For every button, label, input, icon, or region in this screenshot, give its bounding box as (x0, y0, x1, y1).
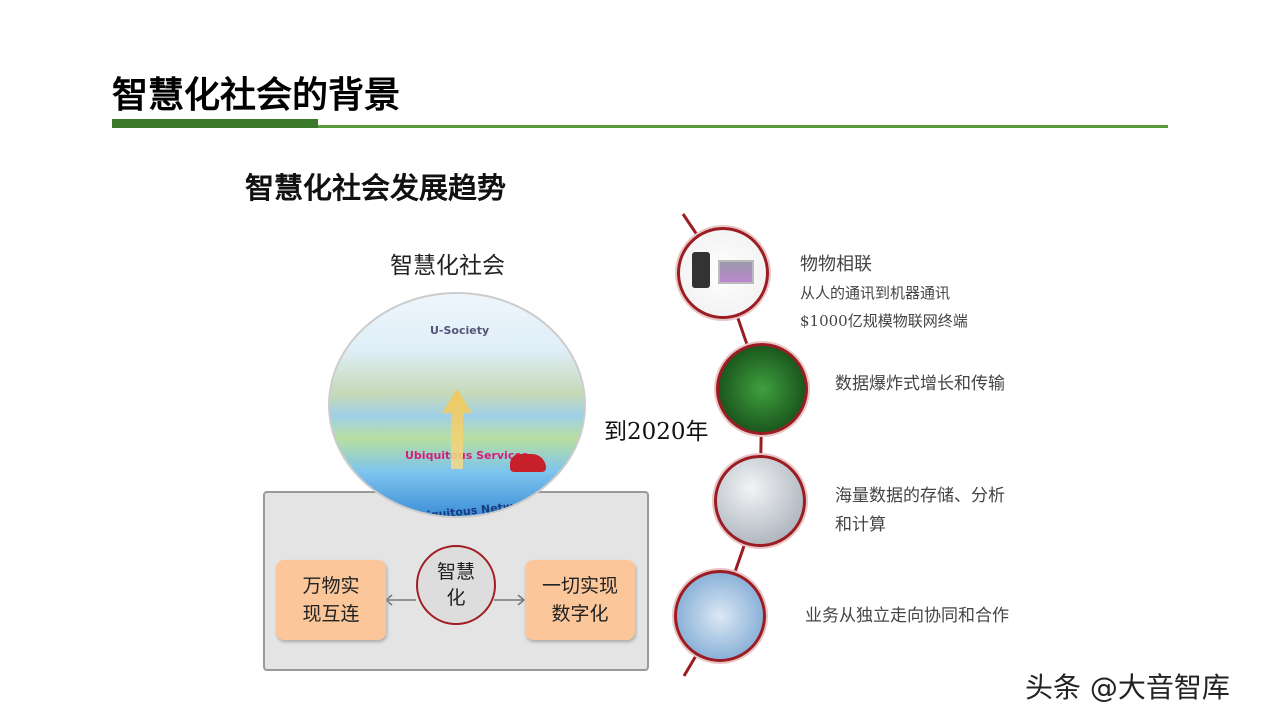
smart-center-circle: 智慧 化 (416, 545, 496, 625)
numbers-sphere-node-icon (714, 455, 806, 547)
timeline-text-1: 物物相联 从人的通讯到机器通讯 $1000亿规模物联网终端 (800, 250, 968, 335)
timeline-text-2: 数据爆炸式增长和传输 (835, 370, 1005, 399)
text-line: 从人的通讯到机器通讯 (800, 284, 951, 302)
slide-title: 智慧化社会的背景 (112, 75, 401, 116)
section-subtitle: 智慧化社会发展趋势 (245, 171, 507, 205)
box-line: 数字化 (551, 603, 609, 625)
text-line: 业务从独立走向协同和合作 (805, 606, 1009, 626)
box-digitize: 一切实现 数字化 (525, 560, 635, 640)
center-line: 智慧 (436, 561, 475, 583)
text-line: 数据爆炸式增长和传输 (835, 374, 1005, 394)
center-line: 化 (446, 587, 466, 609)
timeline-text-3: 海量数据的存储、分析 和计算 (835, 482, 1005, 540)
watermark: 头条 @大音智库 (1025, 671, 1230, 704)
data-grid-node-icon (716, 343, 808, 435)
title-underline (112, 125, 1168, 128)
text-line: 海量数据的存储、分析 (835, 486, 1005, 506)
title-accent-bar (112, 119, 318, 128)
u-society-sphere-image: U-Society Ubiquitous Services Ubiquitous… (328, 292, 586, 518)
devices-node-icon (677, 227, 769, 319)
double-arrow (384, 594, 526, 606)
text-line: 物物相联 (800, 254, 872, 275)
box-interconnect: 万物实 现互连 (276, 560, 386, 640)
text-line: $1000亿规模物联网终端 (800, 312, 968, 330)
box-line: 万物实 (302, 575, 360, 597)
business-node-icon (674, 570, 766, 662)
box-line: 现互连 (302, 603, 360, 625)
sphere-text-top: U-Society (430, 324, 490, 337)
car-icon (510, 454, 546, 472)
timeline-text-4: 业务从独立走向协同和合作 (805, 602, 1009, 631)
year-label: 到2020年 (604, 419, 709, 445)
text-line: 和计算 (835, 515, 886, 535)
box-line: 一切实现 (541, 575, 618, 597)
sphere-label: 智慧化社会 (390, 253, 505, 279)
sphere-text-middle: Ubiquitous Services (405, 449, 529, 462)
